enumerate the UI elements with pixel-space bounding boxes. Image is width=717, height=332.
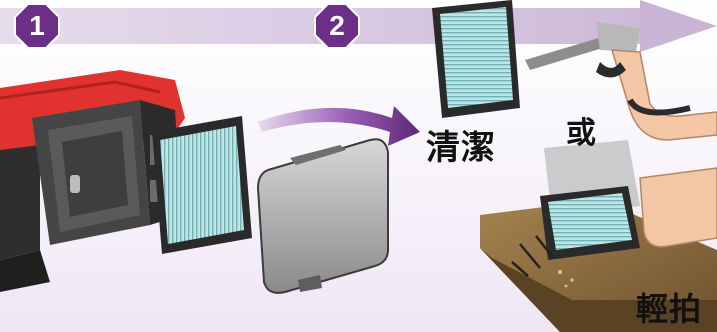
step-2-number: 2 <box>329 10 345 41</box>
step-2-badge: 2 <box>314 3 360 49</box>
octagon-icon <box>314 3 360 49</box>
label-tap: 輕拍 <box>636 290 703 328</box>
step-1-number: 1 <box>29 10 45 41</box>
air-filter-cover <box>256 138 389 294</box>
curved-arrow-icon <box>258 106 420 146</box>
air-filter-element <box>152 116 252 254</box>
label-clean: 清潔 <box>426 128 496 168</box>
label-or: 或 <box>566 116 597 151</box>
octagon-icon <box>14 3 60 49</box>
hand-tapping-illustration <box>480 140 717 332</box>
air-gun-illustration <box>432 0 717 141</box>
engine-illustration <box>0 70 185 292</box>
step-1-badge: 1 <box>14 3 60 49</box>
